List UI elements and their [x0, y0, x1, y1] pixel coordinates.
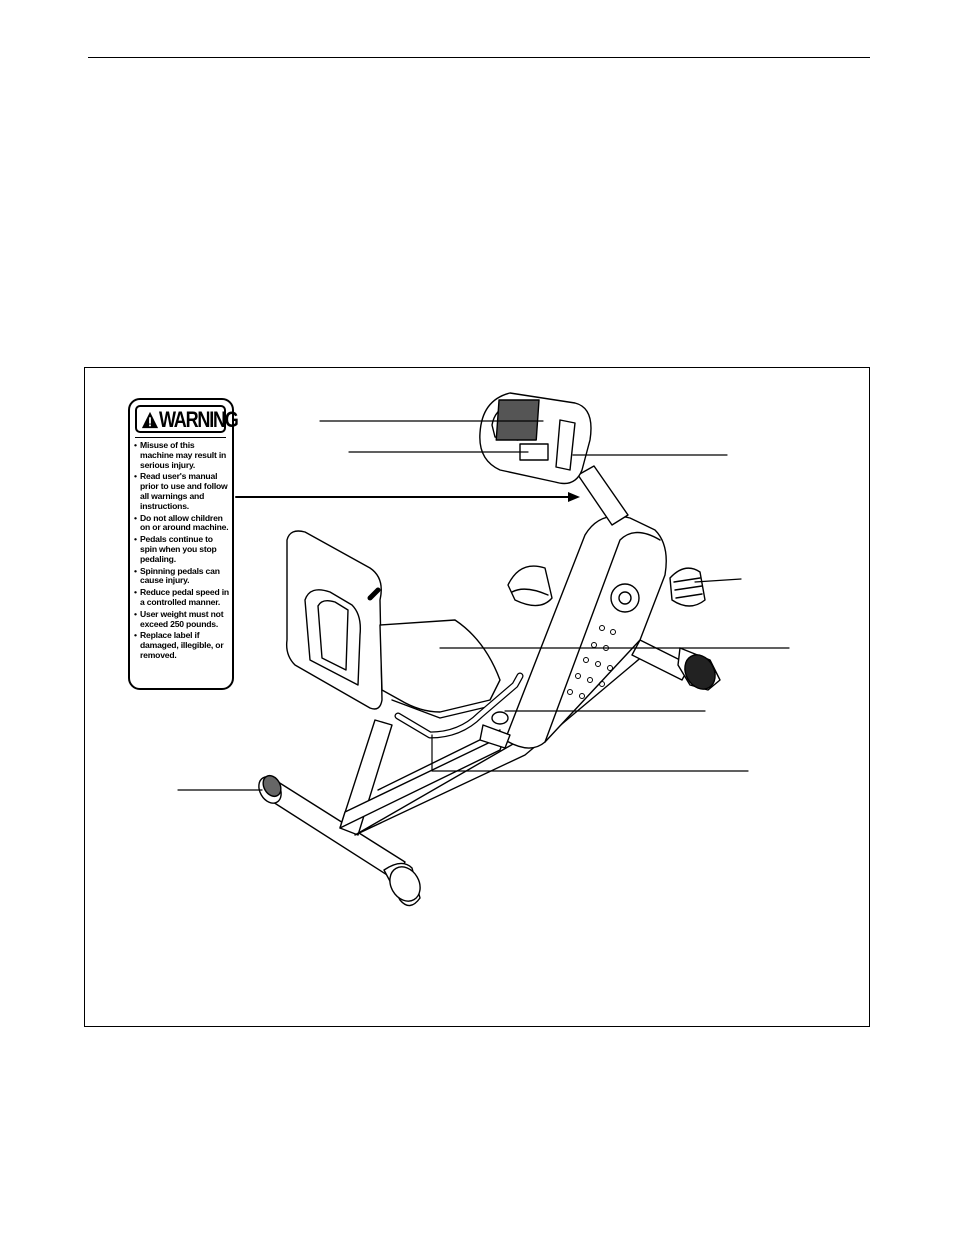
figure-frame	[84, 367, 870, 1027]
warning-item: Pedals continue to spin when you stop pe…	[134, 534, 230, 564]
shroud	[504, 515, 667, 749]
callout-lines	[177, 420, 790, 791]
pedals	[507, 565, 706, 607]
warning-item: Misuse of this machine may result in ser…	[134, 440, 230, 470]
top-rule	[88, 57, 870, 58]
warning-header: WARNING	[135, 405, 239, 433]
warning-triangle-icon	[141, 411, 159, 429]
warning-item: Do not allow children on or around machi…	[134, 513, 230, 534]
front-stabilizer	[631, 639, 721, 691]
console	[479, 392, 629, 526]
warning-item: Reduce pedal speed in a controlled manne…	[134, 587, 230, 608]
rear-stabilizer	[258, 774, 421, 907]
warning-item: Read user's manual prior to use and foll…	[134, 471, 230, 511]
label-position-arrow	[235, 492, 580, 502]
warning-title: WARNING	[159, 407, 239, 432]
warning-item: User weight must not exceed 250 pounds.	[134, 609, 230, 630]
warning-item: Replace label if damaged, illegible, or …	[134, 630, 230, 660]
warning-divider	[135, 437, 226, 438]
warning-item: Spinning pedals can cause injury.	[134, 566, 230, 587]
warning-list: Misuse of this machine may result in ser…	[134, 440, 230, 663]
seat	[285, 530, 524, 749]
warning-label: WARNING Misuse of this machine may resul…	[128, 398, 239, 690]
